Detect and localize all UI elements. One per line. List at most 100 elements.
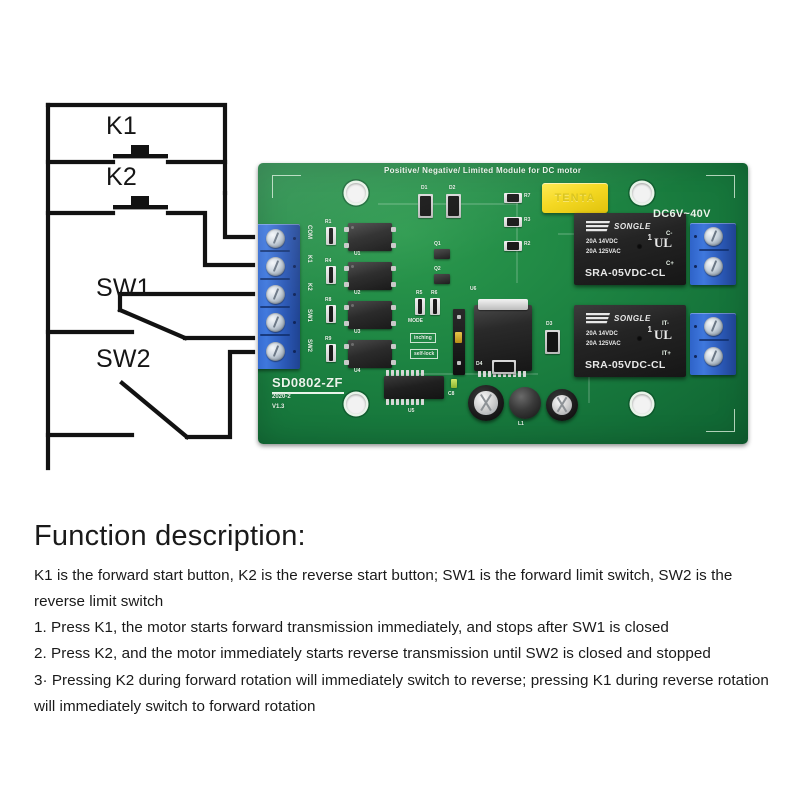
ic-pin [391,243,396,248]
silk-part-number: SD0802-ZF [272,375,343,390]
wire-sw2-to-terminal [184,349,256,440]
fuse-component: TENTA [542,183,608,213]
wire-k2-to-terminal [165,210,256,268]
terminal-slit [260,306,290,308]
terminal-pin-hole [293,237,296,240]
resistor-r5 [415,298,425,315]
silk-mode-selflock: self-lock [410,349,439,359]
mounting-hole [346,394,366,414]
ic-pin [391,227,396,232]
ic-pin [344,266,349,271]
ic-pin [344,282,349,287]
terminal-slit [260,278,290,280]
silk-refdes-r4: R4 [325,258,332,264]
terminal-slit [260,334,290,336]
mode-jumper-cap[interactable] [455,332,462,343]
resistor-r2 [504,241,522,251]
silk-label-sw1: SW1 [306,309,312,323]
terminal-screw-it-plus[interactable] [704,347,723,366]
transistor-q2 [434,274,450,284]
silk-label-c-minus: C- [666,231,673,237]
led-indicator [451,379,457,388]
diode-d2 [446,194,461,218]
terminal-block-left[interactable] [258,224,300,369]
terminal-pin-hole [293,265,296,268]
relay-ul-mark: UL [653,235,672,250]
relay-brand: SONGLE [614,222,651,231]
ic-pin [391,360,396,365]
terminal-slit [260,250,290,252]
terminal-screw-it-minus[interactable] [704,317,723,336]
terminal-screw-c-plus[interactable] [704,257,723,276]
wire-sw1-lever [117,307,188,341]
ic-pin [344,305,349,310]
electrolytic-capacitor [468,385,504,421]
terminal-pin-hole [694,265,697,268]
silk-mode-title: MODE [408,318,423,324]
silk-version: V1.3 [272,404,285,410]
silk-date-code: 2020-2 [272,394,291,400]
terminal-block-motor[interactable] [690,313,736,375]
resistor-r1 [326,227,336,245]
terminal-slit [699,249,729,251]
k2-pushbutton-symbol [113,196,168,210]
silk-refdes-d4: D4 [476,361,483,367]
description-paragraph-2: 1. Press K1, the motor starts forward tr… [34,619,669,637]
silk-corner-mark [272,175,301,198]
relay-ul-mark: UL [653,327,672,342]
electrolytic-capacitor [546,389,578,421]
silk-corner-mark [706,175,735,198]
relay-top: SONGLE 20A 14VDC 20A 125VAC 1 UL SRA-05V… [574,213,686,285]
terminal-screw-c-minus[interactable] [704,227,723,246]
silk-refdes-r5: R5 [416,290,423,296]
terminal-screw-k2[interactable] [266,285,285,304]
k1-pushbutton-symbol [113,145,168,159]
silk-label-it-plus: IT+ [662,351,671,357]
description-paragraph-4: 3· Pressing K2 during forward rotation w… [34,671,769,715]
wiring-diagram: K1 K2 SW1 SW2 [45,102,256,471]
ic-pin [344,344,349,349]
terminal-pin-hole [694,325,697,328]
relay-spec-2: 20A 125VAC [586,341,621,347]
ic-pin [391,321,396,326]
optocoupler-u3 [348,301,392,329]
terminal-screw-sw1[interactable] [266,313,285,332]
resistor-r8 [326,305,336,323]
silk-refdes-d2: D2 [449,185,456,191]
silk-label-sw2: SW2 [306,339,312,353]
silk-refdes-r6: R6 [431,290,438,296]
ic-pin [391,344,396,349]
relay-part-number: SRA-05VDC-CL [585,359,666,371]
terminal-screw-sw2[interactable] [266,342,285,361]
silk-refdes-q2: Q2 [434,266,441,272]
optocoupler-u4 [348,340,392,368]
description-paragraph-3: 2. Press K2, and the motor immediately s… [34,645,711,663]
wire-group [45,102,256,471]
mounting-hole [632,394,652,414]
silk-refdes-c8: C8 [448,391,455,397]
silk-underline [272,392,344,394]
silk-refdes-r3: R3 [524,217,531,223]
silk-label-k2: K2 [306,283,312,291]
terminal-screw-k1[interactable] [266,257,285,276]
ic-pin-row [478,371,526,377]
silk-refdes-r9: R9 [325,336,332,342]
terminal-pin-hole [293,293,296,296]
diagram-label-sw1: SW1 [96,274,151,302]
transistor-q1 [434,249,450,259]
diode-d3 [545,330,560,354]
relay-spec-1: 20A 14VDC [586,239,618,245]
silk-refdes-u1: U1 [354,251,361,257]
silk-refdes-r7: R7 [524,193,531,199]
resistor-r6 [430,298,440,315]
mounting-hole [632,183,652,203]
relay-part-number: SRA-05VDC-CL [585,267,666,279]
ic-pin [391,282,396,287]
ic-pin [344,243,349,248]
silk-refdes-u2: U2 [354,290,361,296]
terminal-screw-com[interactable] [266,229,285,248]
silk-refdes-q1: Q1 [434,241,441,247]
wire-sw1-node-to-terminal [117,291,256,313]
terminal-block-power[interactable] [690,223,736,285]
mounting-hole [346,183,366,203]
